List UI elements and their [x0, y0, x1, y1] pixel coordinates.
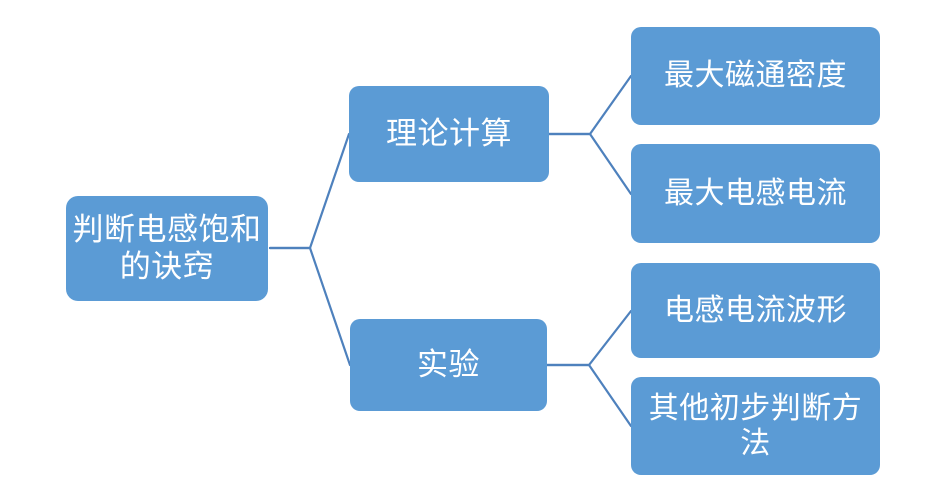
node-root[interactable]: 判断电感饱和的诀窍: [66, 196, 268, 301]
connector-root-to-branch-2: [268, 246, 352, 367]
connector-branch-1-to-leaf-2: [547, 132, 633, 196]
node-branch-experiment[interactable]: 实验: [350, 319, 547, 411]
node-branch-theoretical-calculation[interactable]: 理论计算: [349, 86, 549, 182]
connector-branch-2-to-leaf-3: [545, 309, 633, 367]
node-leaf-other-preliminary-methods[interactable]: 其他初步判断方法: [631, 377, 880, 475]
node-leaf-max-flux-density[interactable]: 最大磁通密度: [631, 27, 880, 125]
connector-branch-1-to-leaf-1: [547, 74, 633, 136]
node-leaf-max-inductor-current[interactable]: 最大电感电流: [631, 144, 880, 243]
connector-root-to-branch-1: [268, 132, 351, 250]
node-leaf-inductor-current-waveform[interactable]: 电感电流波形: [631, 263, 880, 358]
connector-branch-2-to-leaf-4: [545, 363, 633, 428]
